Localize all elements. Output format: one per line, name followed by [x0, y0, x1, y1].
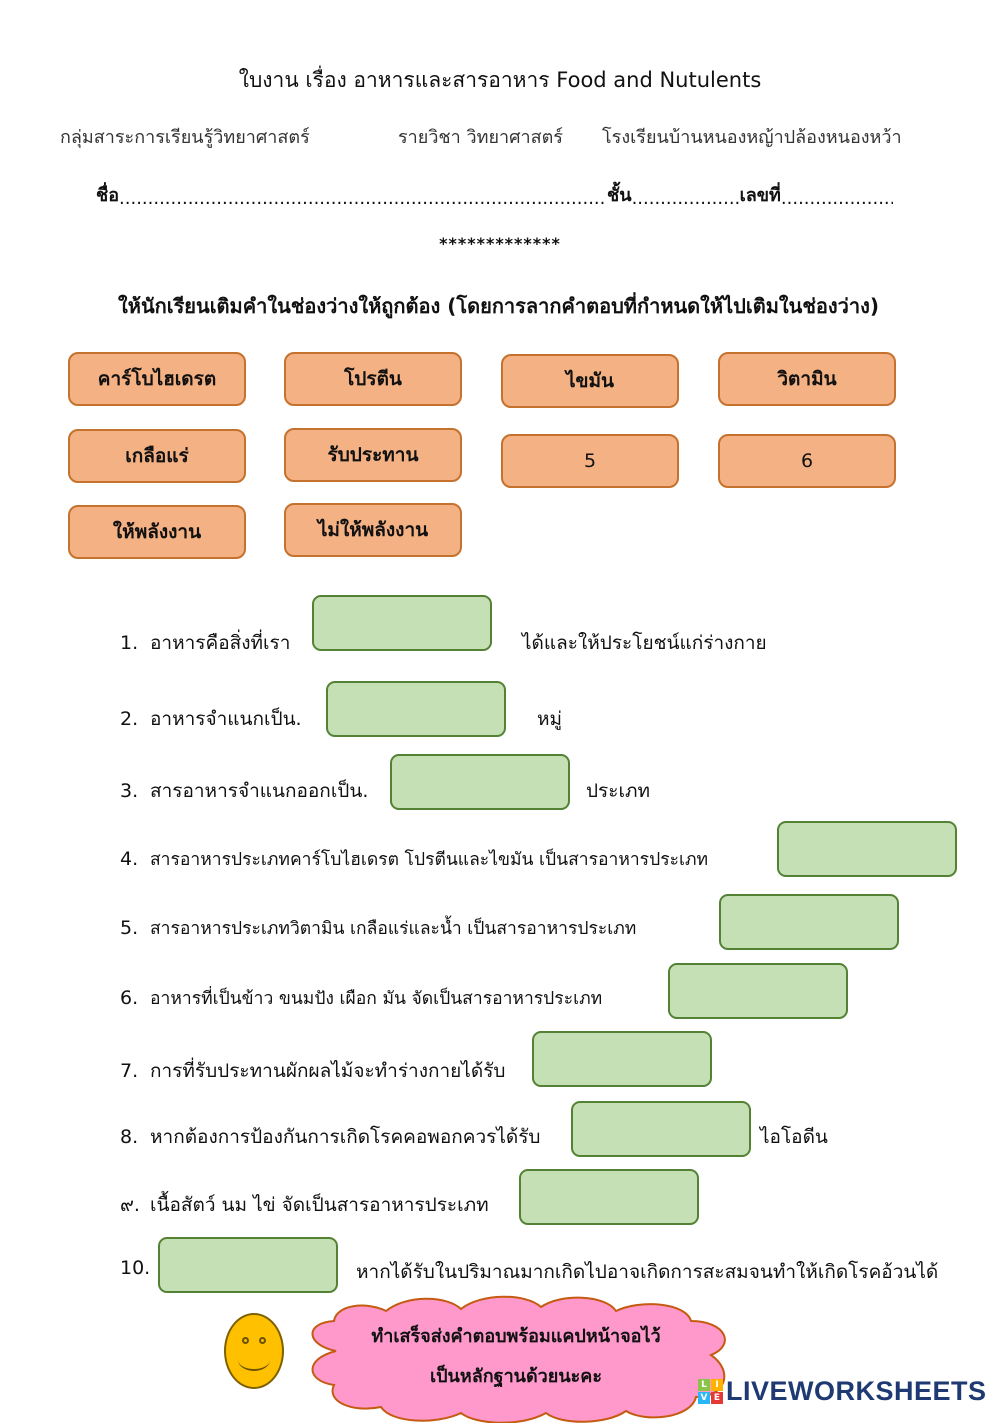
worksheet-title: ใบงาน เรื่อง อาหารและสารอาหาร Food and N… — [238, 68, 762, 92]
question-number: 1. — [120, 632, 139, 654]
question-text: อาหารจำแนกเป็น. — [150, 708, 302, 730]
drop-zone-6[interactable] — [668, 963, 848, 1019]
instruction-text: ให้นักเรียนเติมคำในช่องว่างให้ถูกต้อง (โ… — [118, 294, 880, 318]
question-number: 5. — [120, 917, 139, 939]
question-number: 2. — [120, 708, 139, 730]
drop-zone-10[interactable] — [158, 1237, 338, 1293]
answer-chip-carbohydrate[interactable]: คาร์โบไฮเดรต — [68, 352, 246, 406]
drop-zone-5[interactable] — [719, 894, 899, 950]
question-number: 8. — [120, 1126, 139, 1148]
question-2: 2. อาหารจำแนกเป็น. — [120, 704, 302, 734]
question-number: 6. — [120, 987, 139, 1009]
cloud-shape-icon — [311, 1295, 726, 1424]
separator-stars: ************* — [439, 234, 561, 253]
question-8-suffix: ไอโอดีน — [760, 1126, 828, 1148]
class-label: ชั้น — [607, 185, 632, 206]
question-7: 7. การที่รับประทานผักผลไม้จะทำร่างกายได้ร… — [120, 1056, 505, 1086]
answer-chip-6[interactable]: 6 — [718, 434, 896, 488]
drop-zone-9[interactable] — [519, 1169, 699, 1225]
question-9: ๙. เนื้อสัตว์ นม ไข่ จัดเป็นสารอาหารประเภ… — [120, 1190, 489, 1220]
answer-chip-vitamin[interactable]: วิตามิน — [718, 352, 896, 406]
logo-wordmark: LIVEWORKSHEETS — [726, 1375, 987, 1406]
question-5: 5. สารอาหารประเภทวิตามิน เกลือแร่และน้ำ เ… — [120, 914, 636, 942]
question-text: การที่รับประทานผักผลไม้จะทำร่างกายได้รับ — [150, 1060, 506, 1082]
logo-letter: V — [698, 1391, 710, 1404]
answer-chip-5[interactable]: 5 — [501, 434, 679, 488]
live-squares-icon: L I V E — [698, 1378, 723, 1404]
answer-chip-no-energy[interactable]: ไม่ให้พลังงาน — [284, 503, 462, 557]
drop-zone-3[interactable] — [390, 754, 570, 810]
answer-chip-mineral[interactable]: เกลือแร่ — [68, 429, 246, 483]
question-8: 8. หากต้องการป้องกันการเกิดโรคคอพอกควรได้… — [120, 1122, 540, 1152]
question-number: 10. — [120, 1257, 151, 1279]
cloud-callout: ทำเสร็จส่งคำตอบพร้อมแคปหน้าจอไว้ เป็นหลั… — [296, 1293, 736, 1424]
question-text: อาหารที่เป็นข้าว ขนมปัง เผือก มัน จัดเป็… — [150, 989, 603, 1009]
question-4: 4. สารอาหารประเภทคาร์โบไฮเดรต โปรตีนและไข… — [120, 845, 708, 873]
question-3: 3. สารอาหารจำแนกออกเป็น. — [120, 776, 368, 806]
question-number: ๙. — [120, 1194, 140, 1216]
subject-group: กลุ่มสาระการเรียนรู้วิทยาศาสตร์ — [60, 127, 310, 148]
name-blank: ........................................… — [119, 188, 607, 209]
question-text: สารอาหารจำแนกออกเป็น. — [150, 780, 369, 802]
answer-chip-energy[interactable]: ให้พลังงาน — [68, 505, 246, 559]
question-10: 10. — [120, 1257, 150, 1279]
number-label: เลขที่ — [739, 185, 781, 206]
drop-zone-7[interactable] — [532, 1031, 712, 1087]
student-info-row: ชื่อ....................................… — [96, 180, 902, 209]
school-name: โรงเรียนบ้านหนองหญ้าปล้องหนองหว้า — [602, 127, 902, 148]
question-2-suffix: หมู่ — [537, 708, 563, 730]
answer-chip-protein[interactable]: โปรตีน — [284, 352, 462, 406]
cloud-line-1: ทำเสร็จส่งคำตอบพร้อมแคปหน้าจอไว้ — [371, 1326, 661, 1347]
drop-zone-2[interactable] — [326, 681, 506, 737]
cloud-line-2: เป็นหลักฐานด้วยนะคะ — [429, 1366, 603, 1387]
smiley-face-icon — [224, 1313, 284, 1389]
question-1-suffix: ได้และให้ประโยชน์แก่ร่างกาย — [522, 632, 767, 654]
question-number: 7. — [120, 1060, 139, 1082]
question-text: อาหารคือสิ่งที่เรา — [150, 632, 291, 654]
question-1: 1. อาหารคือสิ่งที่เรา — [120, 628, 290, 658]
question-6: 6. อาหารที่เป็นข้าว ขนมปัง เผือก มัน จัดเ… — [120, 984, 602, 1012]
class-blank: ....................... — [631, 188, 740, 209]
question-number: 4. — [120, 848, 139, 870]
question-text: สารอาหารประเภทคาร์โบไฮเดรต โปรตีนและไขมั… — [150, 850, 709, 870]
question-text: เนื้อสัตว์ นม ไข่ จัดเป็นสารอาหารประเภท — [150, 1194, 489, 1216]
answer-chip-fat[interactable]: ไขมัน — [501, 354, 679, 408]
number-blank: ......................... — [780, 188, 893, 209]
question-text: สารอาหารประเภทวิตามิน เกลือแร่และน้ำ เป็… — [150, 919, 637, 939]
question-3-suffix: ประเภท — [586, 780, 651, 802]
answer-chip-eat[interactable]: รับประทาน — [284, 428, 462, 482]
course-name: รายวิชา วิทยาศาสตร์ — [398, 127, 563, 148]
logo-letter: I — [711, 1378, 723, 1391]
drop-zone-1[interactable] — [312, 595, 492, 651]
question-text: หากต้องการป้องกันการเกิดโรคคอพอกควรได้รั… — [150, 1126, 541, 1148]
question-10-suffix: หากได้รับในปริมาณมากเกิดไปอาจเกิดการสะสม… — [356, 1261, 939, 1283]
drop-zone-8[interactable] — [571, 1101, 751, 1157]
liveworksheets-logo: L I V E LIVEWORKSHEETS — [698, 1376, 987, 1406]
question-number: 3. — [120, 780, 139, 802]
drop-zone-4[interactable] — [777, 821, 957, 877]
logo-letter: L — [698, 1378, 710, 1391]
logo-letter: E — [711, 1391, 723, 1404]
name-label: ชื่อ — [96, 185, 120, 206]
